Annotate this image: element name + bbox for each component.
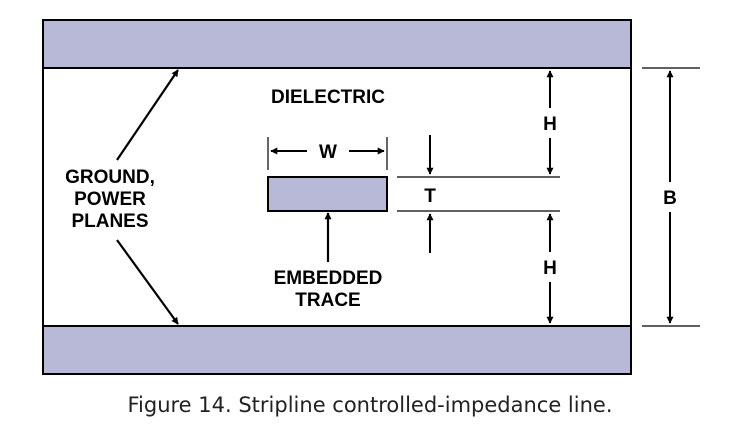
stripline-diagram: DIELECTRIC GROUND, POWER PLANES EMBEDDED… xyxy=(42,19,700,375)
top-plane-pointer-arrow xyxy=(116,69,179,161)
thickness-label: T xyxy=(424,186,436,207)
ground-label-line3: PLANES xyxy=(71,211,148,232)
ground-label-line2: POWER xyxy=(74,189,146,210)
height-top-label: H xyxy=(543,114,557,135)
trace-label-line1: EMBEDDED xyxy=(274,268,383,289)
bottom-ground-plane xyxy=(42,325,632,375)
width-label: W xyxy=(319,142,337,163)
trace-label-line2: TRACE xyxy=(295,290,360,311)
dielectric-label: DIELECTRIC xyxy=(271,87,385,108)
ground-label-line1: GROUND, xyxy=(65,167,155,188)
height-bottom-label: H xyxy=(543,258,557,279)
top-ground-plane xyxy=(42,19,632,69)
total-label: B xyxy=(663,188,677,209)
embedded-trace xyxy=(267,176,388,212)
bottom-plane-pointer-arrow xyxy=(116,239,179,325)
figure-caption: Figure 14. Stripline controlled-impedanc… xyxy=(127,393,613,417)
